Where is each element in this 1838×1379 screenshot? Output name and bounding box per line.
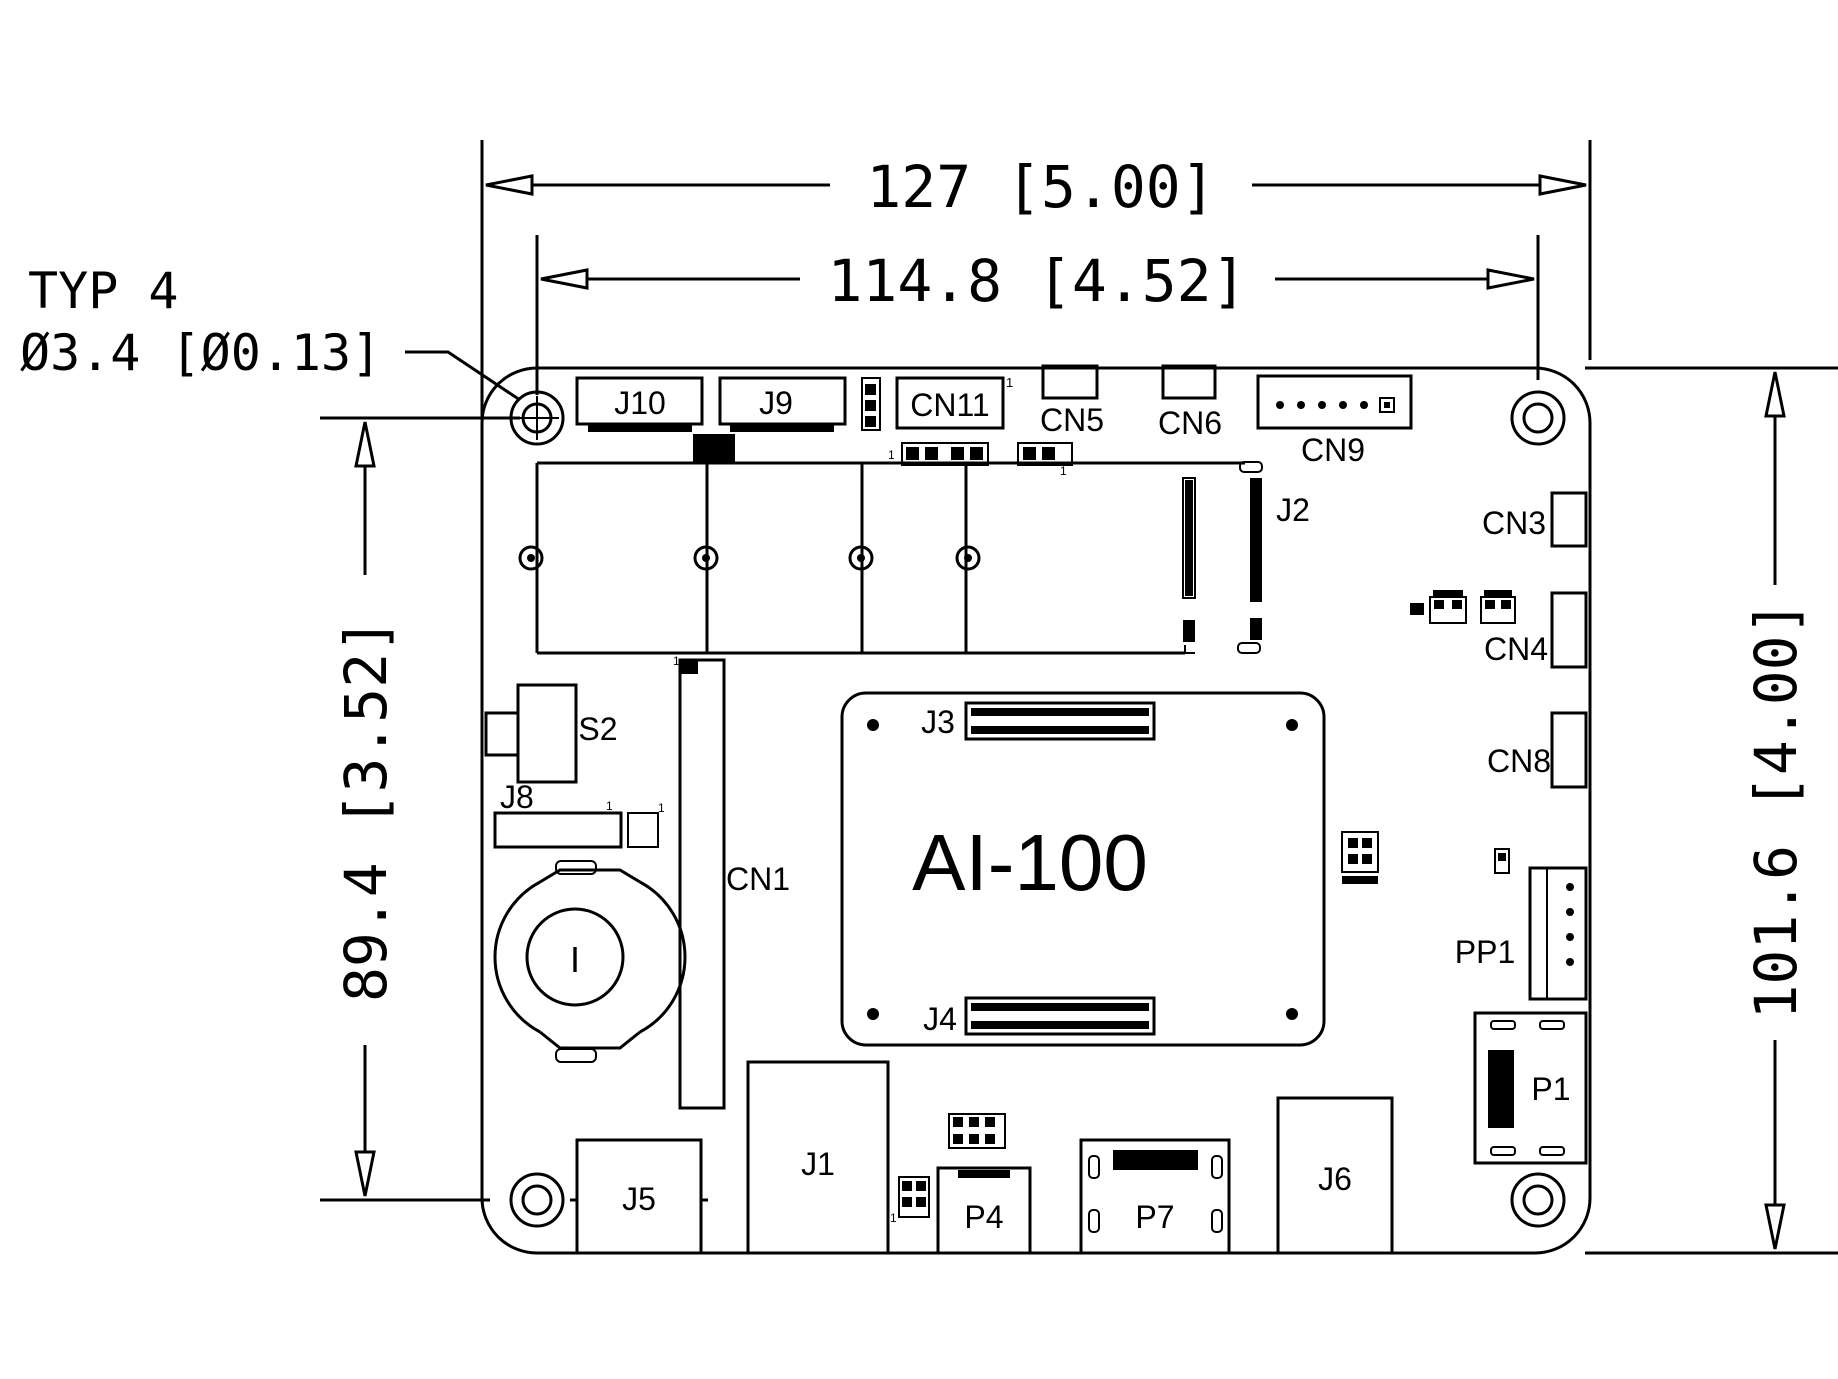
module-label: AI-100: [912, 818, 1148, 907]
hole-callout: TYP 4 Ø3.4 [Ø0.13]: [20, 262, 521, 402]
mounting-hole-bottom-left: [509, 1172, 565, 1228]
svg-text:CN5: CN5: [1040, 402, 1104, 438]
svg-text:J5: J5: [622, 1181, 656, 1217]
jumper-jp15-jp16: [948, 1113, 1006, 1149]
battery-holder: I: [493, 860, 687, 1063]
svg-text:P1: P1: [1531, 1071, 1570, 1107]
board-outline: [480, 366, 1592, 1255]
connector-cn9: CN9: [1256, 374, 1413, 468]
card-slot-area: [518, 461, 1245, 655]
jumper-jp14: [1341, 831, 1379, 884]
jumper-j4-small: 1: [890, 1176, 930, 1225]
mounting-hole-bottom-right: [1510, 1172, 1566, 1228]
mounting-hole-top-left: [509, 390, 565, 446]
connector-j6: J6: [1276, 1096, 1394, 1255]
svg-text:CN4: CN4: [1484, 631, 1548, 667]
hole-span-height-label: 89.4 [3.52]: [332, 618, 400, 1002]
mounting-hole-top-right: [1510, 390, 1566, 446]
connector-cn3: CN3: [1482, 491, 1588, 548]
connector-pp1: PP1: [1455, 848, 1588, 1001]
connector-cn4: CN4: [1484, 591, 1588, 669]
svg-text:P7: P7: [1135, 1199, 1174, 1235]
connector-cn11: CN11 1: [895, 375, 1013, 430]
svg-text:1: 1: [1060, 464, 1067, 478]
svg-text:I: I: [570, 939, 580, 980]
svg-text:CN3: CN3: [1482, 505, 1546, 541]
hole-span-width-label: 114.8 [4.52]: [827, 247, 1246, 315]
connector-cn6: CN6: [1158, 364, 1222, 441]
connector-j3: J3: [921, 701, 1156, 741]
jumper-jp8: 1: [1017, 442, 1073, 478]
switch-s2: S2: [484, 683, 618, 784]
ai-100-module: AI-100: [840, 691, 1326, 1047]
dimension-overall-height: 101.6 [4.00]: [1585, 366, 1838, 1255]
connector-p7: P7: [1079, 1138, 1231, 1255]
svg-text:J6: J6: [1318, 1161, 1352, 1197]
header-j8: J8 1 1: [493, 779, 665, 849]
svg-text:S2: S2: [578, 711, 617, 747]
svg-text:PP1: PP1: [1455, 934, 1515, 970]
svg-text:1: 1: [1006, 375, 1013, 390]
jumper-jp5: [861, 377, 881, 431]
connector-j9: J9: [693, 376, 847, 462]
svg-text:CN1: CN1: [726, 861, 790, 897]
connector-j2: J2: [1182, 461, 1310, 654]
svg-text:J2: J2: [1276, 492, 1310, 528]
svg-text:J9: J9: [759, 385, 793, 421]
hole-note-typ: TYP 4: [28, 262, 179, 320]
connector-j4: J4: [923, 996, 1156, 1037]
svg-text:J10: J10: [614, 385, 666, 421]
dimension-hole-span-width: 114.8 [4.52]: [535, 235, 1540, 395]
svg-text:J4: J4: [923, 1001, 957, 1037]
jumper-jp12-jp13: [1410, 590, 1516, 624]
overall-height-label: 101.6 [4.00]: [1742, 600, 1810, 1019]
hole-note-diameter: Ø3.4 [Ø0.13]: [20, 324, 381, 382]
svg-text:J8: J8: [500, 779, 534, 815]
header-cn1: 1 CN1: [673, 654, 790, 1110]
svg-text:P4: P4: [964, 1199, 1003, 1235]
dimension-hole-span-height: 89.4 [3.52]: [320, 416, 520, 1202]
connector-cn5: CN5: [1040, 364, 1104, 438]
svg-text:1: 1: [673, 654, 680, 668]
connector-j10: J10: [575, 376, 704, 432]
svg-text:J1: J1: [801, 1146, 835, 1182]
svg-text:J3: J3: [921, 704, 955, 740]
svg-text:1: 1: [888, 448, 895, 462]
connector-p1: P1: [1473, 1011, 1588, 1165]
svg-text:1: 1: [890, 1211, 897, 1225]
svg-text:CN9: CN9: [1301, 432, 1365, 468]
svg-text:CN11: CN11: [910, 387, 989, 423]
svg-text:1: 1: [606, 799, 613, 813]
connector-p4: P4: [936, 1166, 1032, 1255]
dimension-overall-width: 127 [5.00]: [480, 140, 1592, 420]
jumper-jp6-jp7: 1: [888, 442, 989, 466]
connector-j5: J5: [570, 1138, 708, 1255]
connector-cn8: CN8: [1487, 711, 1588, 789]
svg-text:CN6: CN6: [1158, 405, 1222, 441]
connector-j1: J1: [746, 1060, 890, 1255]
svg-text:CN8: CN8: [1487, 743, 1551, 779]
svg-text:1: 1: [658, 801, 665, 815]
overall-width-label: 127 [5.00]: [866, 153, 1215, 221]
